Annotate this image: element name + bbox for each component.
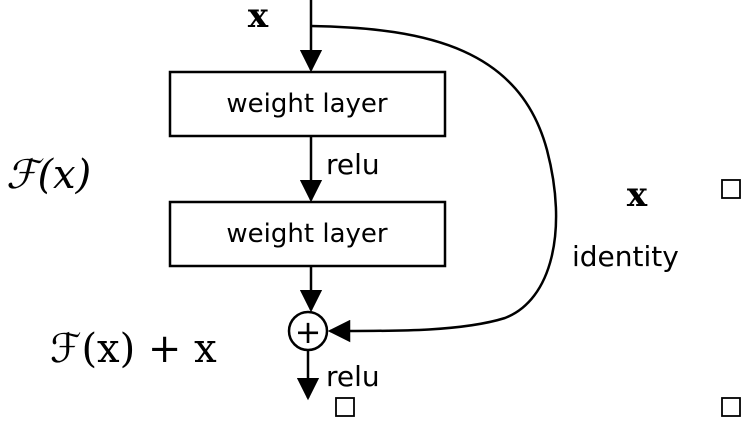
weight-layer-2-label: weight layer	[226, 219, 387, 249]
residual-function-label: ℱ(x)	[6, 152, 91, 198]
weight-layer-1-label: weight layer	[226, 89, 387, 119]
relu-middle-label: relu	[326, 148, 380, 181]
plus-icon: +	[295, 313, 322, 351]
input-x-label: x	[248, 0, 269, 36]
sum-label: ℱ(x) + x	[50, 326, 217, 372]
identity-label: identity	[572, 240, 679, 273]
identity-skip-connection	[310, 24, 558, 343]
weight-layer-2-box	[168, 200, 447, 268]
weight-layer-1-box	[168, 70, 447, 138]
marker-square-bottom-middle	[335, 397, 355, 417]
relu-bottom-label: relu	[326, 360, 380, 393]
marker-square-bottom-right	[721, 397, 741, 417]
marker-square-right-top	[721, 179, 741, 199]
skip-x-label: x	[627, 175, 648, 215]
